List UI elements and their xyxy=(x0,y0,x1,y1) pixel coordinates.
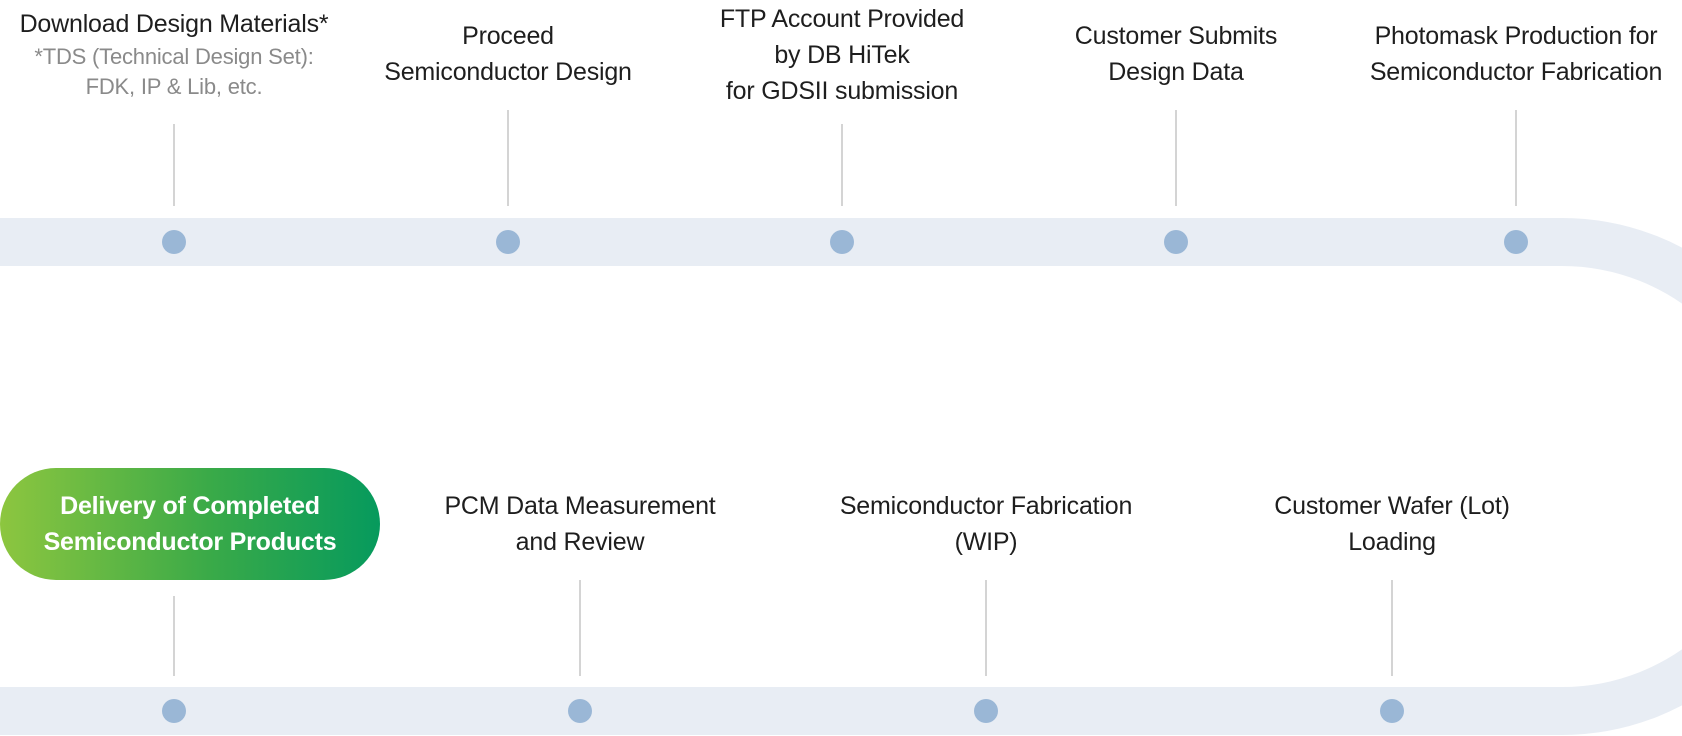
step-title: Customer Wafer (Lot) xyxy=(1274,492,1510,520)
step-dot xyxy=(162,230,186,254)
step-delivery-completed-products: Delivery of Completed Semiconductor Prod… xyxy=(0,468,380,580)
step-dot xyxy=(1504,230,1528,254)
step-title: Semiconductor Fabrication xyxy=(1369,58,1663,86)
step-customer-submits-design-data: Customer Submits Design Data xyxy=(1074,18,1278,90)
step-title: Delivery of Completed xyxy=(60,492,320,520)
step-dot xyxy=(162,699,186,723)
step-proceed-semiconductor-design: Proceed Semiconductor Design xyxy=(384,18,632,90)
step-title: Customer Submits xyxy=(1074,22,1278,50)
step-title: FTP Account Provided xyxy=(719,5,965,33)
step-dot xyxy=(496,230,520,254)
step-title: PCM Data Measurement xyxy=(444,492,716,520)
step-note: *TDS (Technical Design Set): xyxy=(34,44,314,69)
step-pcm-data-measurement: PCM Data Measurement and Review xyxy=(444,488,715,560)
step-title: Photomask Production for xyxy=(1374,22,1658,50)
step-semiconductor-fabrication-wip: Semiconductor Fabrication (WIP) xyxy=(839,488,1133,560)
step-title: Semiconductor Products xyxy=(43,528,337,556)
step-title: Download Design Materials* xyxy=(19,10,329,38)
step-dot xyxy=(568,699,592,723)
track-band xyxy=(0,218,1682,735)
step-photomask-production: Photomask Production for Semiconductor F… xyxy=(1369,18,1663,90)
step-dot xyxy=(1380,699,1404,723)
step-download-design-materials: Download Design Materials* *TDS (Technic… xyxy=(20,6,329,102)
step-dot xyxy=(830,230,854,254)
step-dot xyxy=(1164,230,1188,254)
step-title: (WIP) xyxy=(954,528,1018,556)
step-title: Proceed xyxy=(462,22,554,50)
step-ftp-account-provided: FTP Account Provided by DB HiTek for GDS… xyxy=(720,1,964,109)
step-title: Semiconductor Fabrication xyxy=(839,492,1133,520)
step-title: and Review xyxy=(515,528,645,556)
step-customer-wafer-loading: Customer Wafer (Lot) Loading xyxy=(1274,488,1510,560)
step-title: Semiconductor Design xyxy=(384,58,632,86)
step-title: for GDSII submission xyxy=(725,77,959,105)
step-dot xyxy=(974,699,998,723)
step-title: Design Data xyxy=(1108,58,1244,86)
step-title: by DB HiTek xyxy=(774,41,910,69)
step-note: FDK, IP & Lib, etc. xyxy=(85,74,263,99)
step-title: Loading xyxy=(1348,528,1436,556)
